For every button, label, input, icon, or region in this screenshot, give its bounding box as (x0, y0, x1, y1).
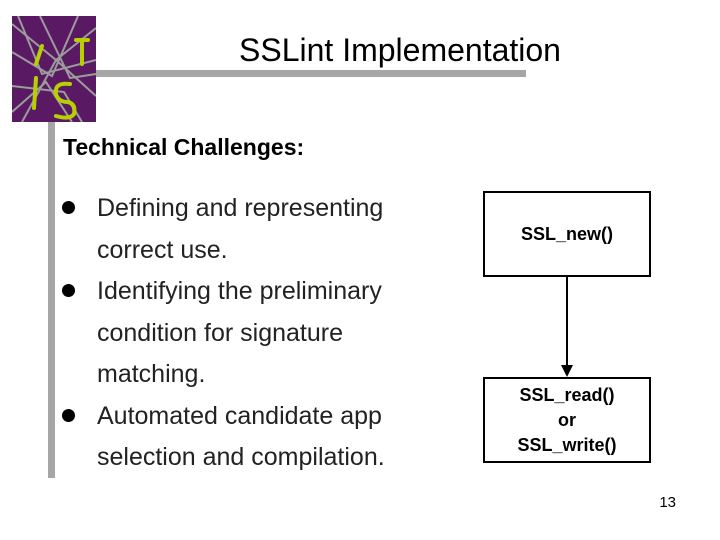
ssl-read-write-box: SSL_read() or SSL_write() (483, 377, 651, 463)
title-accent-bar (96, 70, 526, 77)
bullet-icon (62, 201, 75, 214)
ssl-write-label: SSL_write() (517, 434, 617, 455)
page-number: 13 (659, 494, 676, 511)
ssl-new-box: SSL_new() (483, 191, 651, 277)
bullet-text: Automated candidate app selection and co… (97, 401, 385, 472)
slide-title: SSLint Implementation (239, 32, 561, 68)
side-accent-bar (48, 122, 55, 478)
ssl-read-label: SSL_read() (519, 384, 615, 405)
bullet-item: Defining and representing correct use. (62, 188, 442, 271)
bullet-list: Defining and representing correct use. I… (62, 188, 442, 479)
bullet-icon (62, 284, 75, 297)
bullet-text: Identifying the preliminary condition fo… (97, 277, 382, 388)
bullet-item: Identifying the preliminary condition fo… (62, 271, 442, 396)
bullet-icon (62, 408, 75, 422)
slide-subtitle: Technical Challenges: (63, 134, 305, 160)
institution-logo-icon (12, 16, 96, 122)
or-label: or (558, 409, 576, 430)
bullet-item: Automated candidate app selection and co… (62, 396, 442, 479)
flow-arrow-icon (561, 276, 573, 377)
ssl-new-label: SSL_new() (520, 223, 613, 244)
bullet-text: Defining and representing correct use. (97, 194, 384, 264)
